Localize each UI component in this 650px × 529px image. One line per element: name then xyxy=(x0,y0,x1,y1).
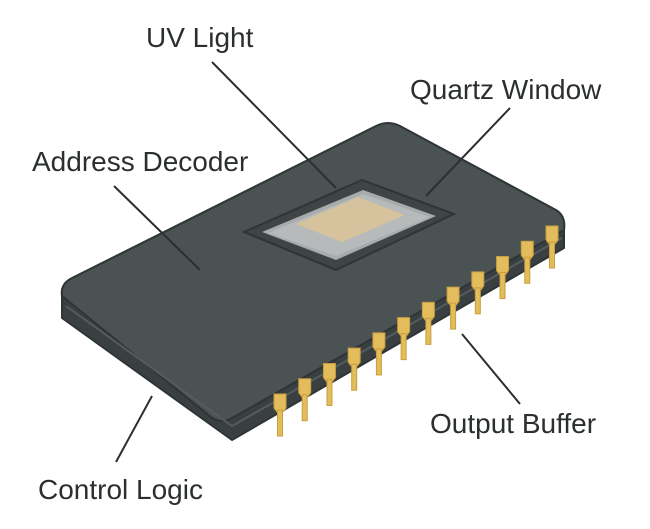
front-pin xyxy=(421,301,435,345)
quartz-window xyxy=(241,178,457,272)
silicon-die xyxy=(296,197,405,242)
label-uv-light: UV Light xyxy=(146,22,254,53)
front-pin xyxy=(496,256,510,300)
front-pin xyxy=(273,393,287,437)
leader-output-buffer xyxy=(461,333,521,405)
front-pin xyxy=(446,286,460,330)
leader-control-logic xyxy=(115,395,153,463)
label-control-logic: Control Logic xyxy=(38,474,203,505)
front-pin xyxy=(397,317,411,361)
label-output-buffer: Output Buffer xyxy=(430,408,597,439)
label-quartz-window: Quartz Window xyxy=(410,74,602,105)
leader-quartz-window xyxy=(425,107,511,197)
front-pin xyxy=(545,225,559,269)
leader-lines xyxy=(113,61,521,463)
label-address-decoder: Address Decoder xyxy=(32,146,249,177)
front-pin xyxy=(322,362,336,406)
leader-address-decoder xyxy=(113,185,201,271)
front-pin-row xyxy=(273,225,559,437)
front-pin xyxy=(298,378,312,422)
leader-uv-light xyxy=(211,61,337,189)
front-pin xyxy=(372,332,386,376)
front-pin xyxy=(347,347,361,391)
front-pin xyxy=(471,271,485,315)
front-pin xyxy=(520,240,534,284)
